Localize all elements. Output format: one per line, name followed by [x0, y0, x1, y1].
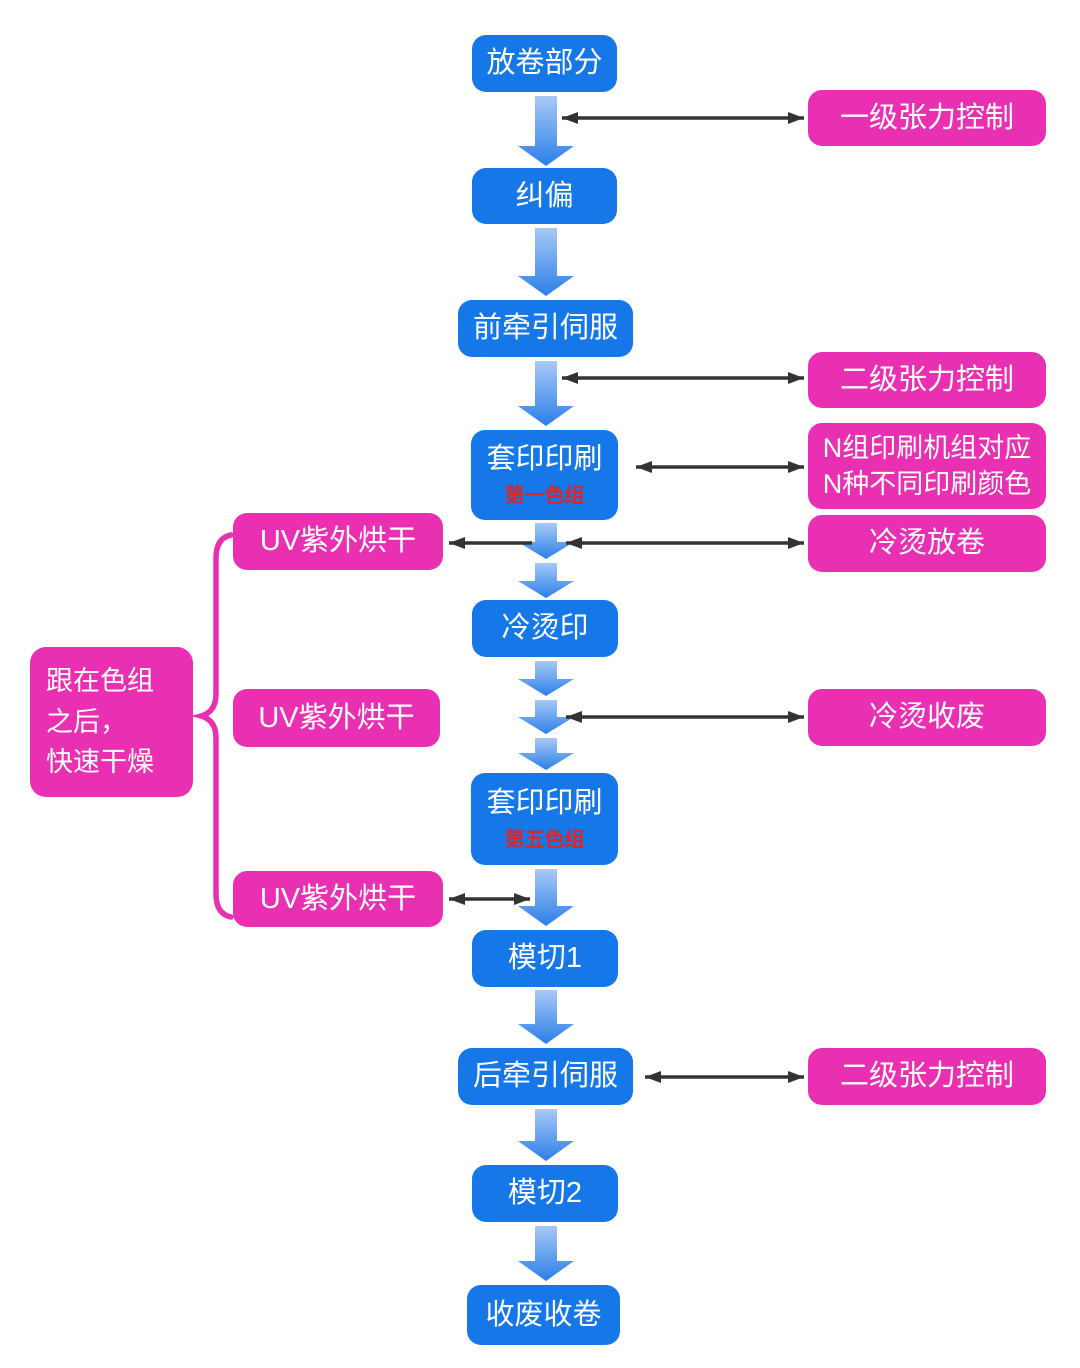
flow-arrow [518, 563, 574, 598]
node-label: 放卷部分 [486, 47, 603, 80]
node-cold-foil-print: 冷烫印 [472, 600, 618, 657]
node-label: 套印印刷 [486, 786, 603, 819]
annotation-cold-foil-waste: 冷烫收废 [808, 689, 1046, 746]
node-overprint-fifth-group: 套印印刷 第五色组 [471, 773, 618, 865]
annotation-label: UV紫外烘干 [258, 701, 415, 734]
flow-arrow [518, 1109, 574, 1161]
note-line2: 之后， [46, 706, 127, 737]
link-arrows [449, 112, 804, 1083]
annotation-label-line1: N组印刷机组对应 [822, 432, 1032, 463]
flow-arrow [518, 523, 574, 559]
annotation-label: 冷烫收废 [868, 701, 985, 734]
node-overprint-first-group: 套印印刷 第一色组 [471, 430, 618, 520]
flow-arrow [518, 700, 574, 734]
flow-arrows [518, 96, 574, 1281]
note-line3: 快速干燥 [46, 747, 154, 778]
annotation-label: UV紫外烘干 [259, 882, 417, 915]
node-unwind: 放卷部分 [472, 35, 617, 92]
flow-arrow [518, 990, 574, 1044]
node-label: 收废收卷 [485, 1298, 602, 1331]
flow-arrow [518, 228, 574, 296]
node-sub-label: 第五色组 [504, 829, 585, 852]
node-rear-traction-servo: 后牵引伺服 [458, 1048, 633, 1105]
annotation-label: 二级张力控制 [839, 363, 1014, 396]
node-sub-label: 第一色组 [504, 485, 585, 508]
annotation-cold-foil-unwind: 冷烫放卷 [808, 515, 1046, 572]
node-die-cut-2: 模切2 [472, 1165, 618, 1222]
node-web-correction: 纠偏 [472, 168, 617, 224]
annotation-tension-level1: 一级张力控制 [808, 90, 1046, 146]
flow-arrow [518, 361, 574, 426]
node-label: 模切2 [507, 1177, 583, 1210]
annotation-uv-drying-1: UV紫外烘干 [233, 513, 443, 570]
node-label: 纠偏 [515, 179, 574, 212]
node-label: 模切1 [507, 942, 583, 975]
node-waste-rewind: 收废收卷 [467, 1285, 620, 1345]
flow-arrow [518, 738, 574, 770]
flow-arrow [518, 96, 574, 166]
flow-arrow [518, 869, 574, 926]
annotation-label: UV紫外烘干 [259, 525, 417, 558]
note-fast-drying: 跟在色组 之后， 快速干燥 [30, 647, 193, 797]
annotation-label-line2: N种不同印刷颜色 [822, 469, 1032, 499]
annotation-label: 二级张力控制 [839, 1060, 1014, 1093]
group-brace [190, 532, 234, 920]
annotation-uv-drying-3: UV紫外烘干 [233, 871, 443, 927]
node-front-traction-servo: 前牵引伺服 [458, 300, 633, 357]
annotation-tension-level2-top: 二级张力控制 [808, 352, 1046, 408]
node-label: 套印印刷 [486, 442, 603, 475]
node-label: 前牵引伺服 [472, 312, 618, 345]
annotation-n-print-groups: N组印刷机组对应 N种不同印刷颜色 [808, 423, 1046, 509]
annotation-uv-drying-2: UV紫外烘干 [233, 689, 440, 747]
node-die-cut-1: 模切1 [472, 930, 618, 987]
note-line1: 跟在色组 [46, 666, 154, 697]
annotation-tension-level2-bottom: 二级张力控制 [808, 1048, 1046, 1105]
annotation-label: 一级张力控制 [839, 101, 1014, 134]
flow-arrow [518, 1226, 574, 1281]
node-label: 冷烫印 [501, 612, 589, 645]
flow-arrow [518, 661, 574, 696]
node-label: 后牵引伺服 [472, 1060, 618, 1093]
annotation-label: 冷烫放卷 [868, 527, 985, 560]
